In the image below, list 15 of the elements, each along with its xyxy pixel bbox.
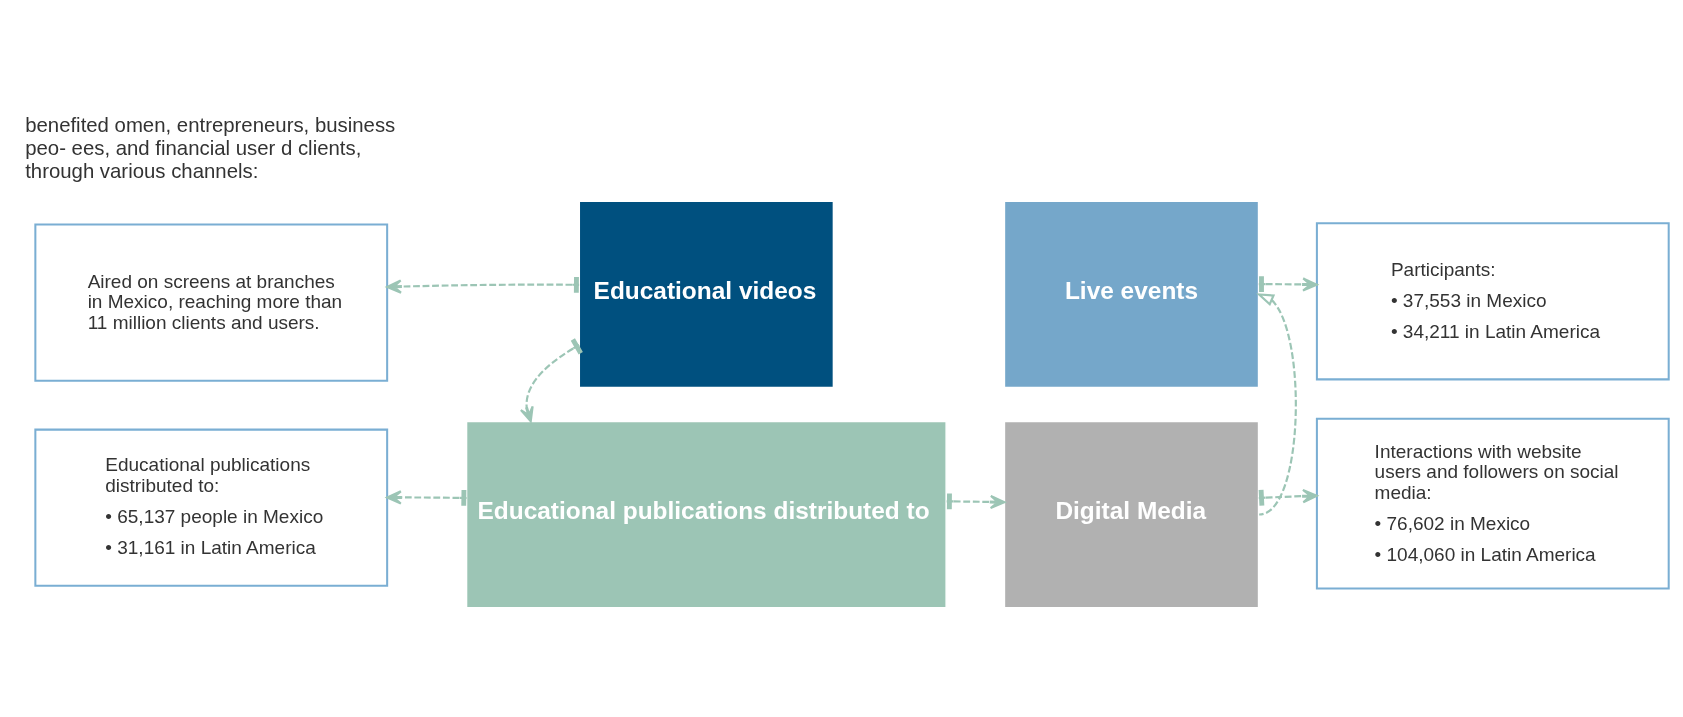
label: benefited omen, entrepreneurs, business peo- ees, and financial user d clients, through various channels: [25,113,396,182]
node-box: Interactions with website users and followers on social media: • 76,602 in Mexico • 104,060 in Latin America [1315,417,1670,590]
arrow [1258,275,1318,292]
arrow [1256,292,1297,516]
arrow [386,489,467,506]
arrow [386,276,580,294]
arrow [519,337,583,422]
node-box: Educational videos [578,200,835,388]
node-box: Live events [1003,200,1260,388]
node-box: Participants: • 37,553 in Mexico • 34,211 in Latin America [1315,221,1670,380]
arrow [1258,488,1318,506]
node-box: Aired on screens at branches in Mexico, reaching more than 11 million clients and users. [34,223,389,382]
node-box: Digital Media [1003,420,1260,608]
node-box: Educational publications distributed to: • 65,137 people in Mexico • 31,161 in Latin America [34,428,389,587]
node-box: Educational publications distributed to [465,420,947,608]
